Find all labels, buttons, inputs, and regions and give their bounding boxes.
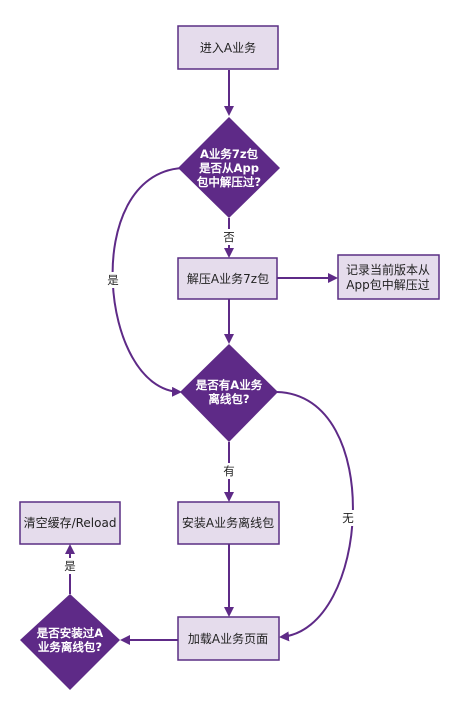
edge-label-has: 有 (223, 464, 235, 478)
node-check-7z: A业务7z包 是否从App 包中解压过? (178, 117, 280, 218)
node-install: 安装A业务离线包 (177, 501, 280, 545)
node-unzip: 解压A业务7z包 (177, 257, 278, 300)
node-check-7z-line1: A业务7z包 (200, 147, 259, 161)
node-has-offline: 是否有A业务 离线包? (180, 344, 278, 442)
node-has-offline-line1: 是否有A业务 (195, 378, 263, 392)
edge-check-yes-to-has-offline (111, 167, 183, 397)
edge-label-yes: 是 (107, 273, 119, 287)
edge-label-none: 无 (342, 511, 354, 525)
node-clear-cache: 清空缓存/Reload (19, 501, 121, 545)
node-record: 记录当前版本从 App包中解压过 (337, 254, 440, 300)
edge-label-yes-installed: 是 (64, 559, 76, 573)
node-installed-check-line1: 是否安装过A (36, 626, 103, 640)
node-load: 加载A业务页面 (177, 616, 280, 661)
node-load-label: 加载A业务页面 (188, 631, 268, 646)
node-enter: 进入A业务 (177, 25, 279, 70)
node-clear-cache-label: 清空缓存/Reload (24, 516, 117, 530)
node-enter-label: 进入A业务 (200, 40, 256, 55)
node-record-line2: App包中解压过 (346, 277, 429, 292)
node-check-7z-line3: 包中解压过? (196, 175, 261, 189)
edge-labels: 否 是 有 无 是 (61, 229, 357, 574)
node-installed-check-line2: 业务离线包? (38, 640, 102, 654)
node-installed-check: 是否安装过A 业务离线包? (20, 594, 120, 690)
node-record-line1: 记录当前版本从 (346, 262, 430, 277)
node-unzip-label: 解压A业务7z包 (187, 271, 269, 286)
node-has-offline-line2: 离线包? (208, 392, 249, 406)
node-check-7z-line2: 是否从App (198, 161, 259, 175)
node-install-label: 安装A业务离线包 (182, 515, 274, 530)
edge-label-no: 否 (223, 230, 235, 244)
